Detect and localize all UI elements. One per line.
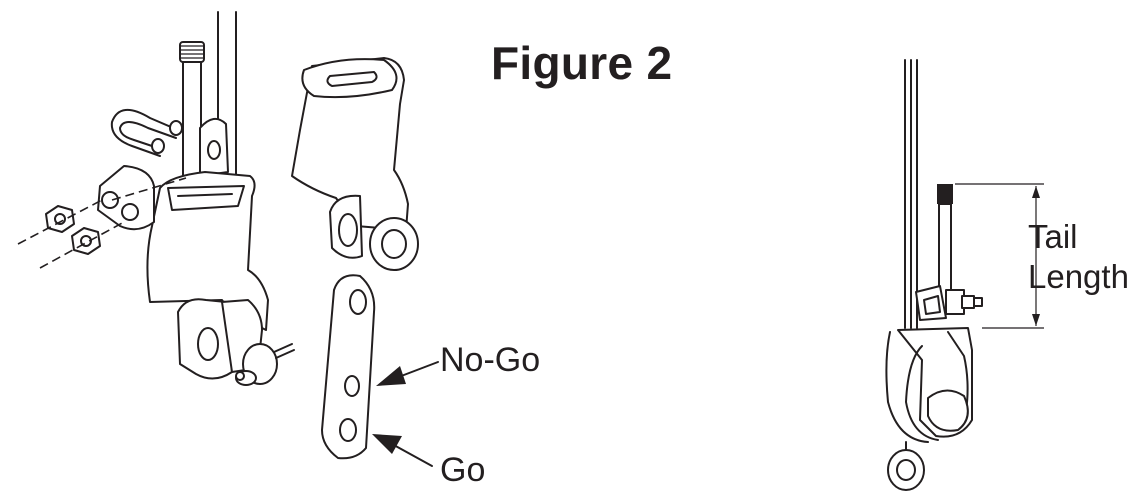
figure-title: Figure 2 [491,37,673,89]
side-view-illustration [885,59,1044,491]
tail-length-label-line1: Tail [1028,218,1078,255]
gauge-link-illustration [321,274,376,460]
no-go-label: No-Go [440,341,541,379]
tail-length-label: Tail Length [1028,217,1129,297]
no-go-arrow [376,361,439,386]
tail-length-label-line2: Length [1028,258,1129,295]
go-arrow [372,434,433,467]
go-label: Go [440,451,486,489]
assembled-clamp-illustration [17,11,295,386]
socket-illustration [291,57,419,271]
